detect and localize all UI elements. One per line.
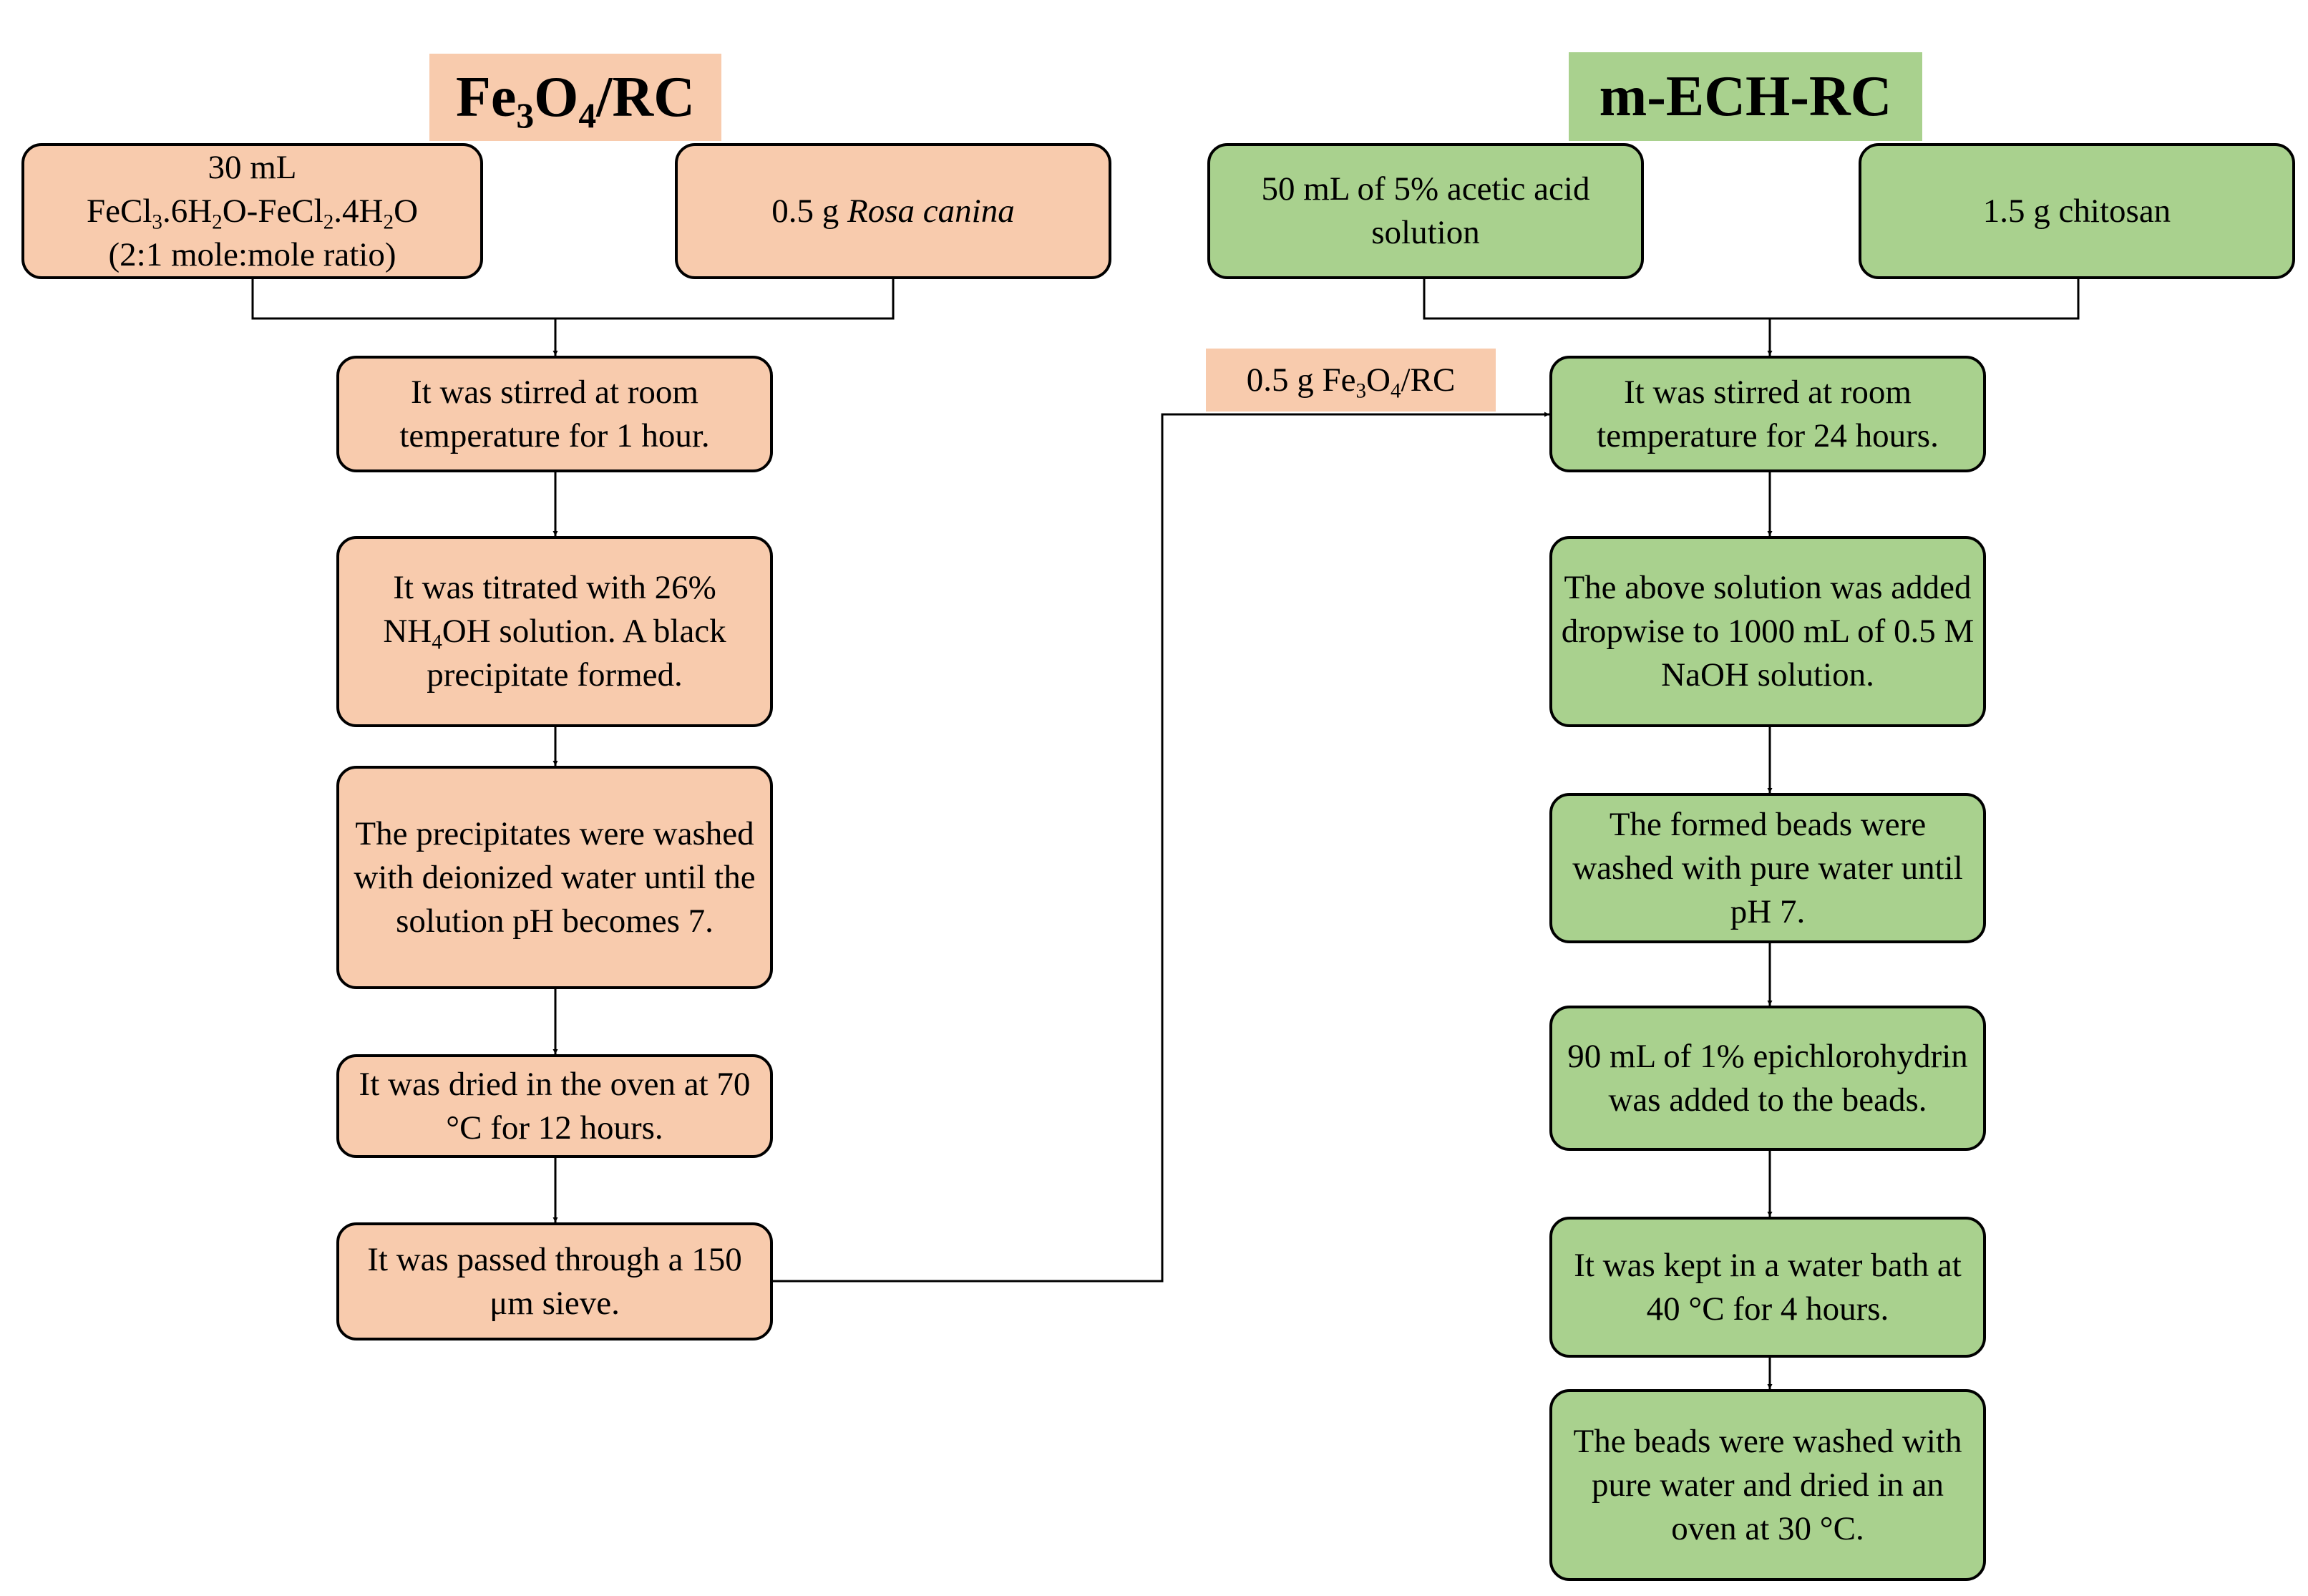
- chitosan-input-box: 1.5 g chitosan: [1859, 143, 2295, 279]
- dropwise-step-text: The above solution was added dropwise to…: [1561, 569, 1975, 694]
- transfer-line: [771, 412, 1549, 1283]
- m-ech-rc-title: m-ECH-RC: [1569, 52, 1922, 141]
- right-connectors: [1423, 279, 2080, 1389]
- iron-chloride-formula: FeCl3.6H2O-FeCl2.4H2O: [86, 192, 419, 233]
- dropwise-step-box: The above solution was added dropwise to…: [1549, 536, 1986, 727]
- bead-wash-step-box: The formed beads were washed with pure w…: [1549, 793, 1986, 943]
- rosa-canina-text: 0.5 g Rosa canina: [771, 192, 1015, 230]
- rosa-canina-input-box: 0.5 g Rosa canina: [675, 143, 1111, 279]
- oven-dry-step-box: It was dried in the oven at 70 °C for 12…: [336, 1054, 773, 1158]
- epichlorohydrin-step-text: 90 mL of 1% epichlorohydrin was added to…: [1567, 1037, 1968, 1119]
- iron-chloride-input-box: 30 mL FeCl3.6H2O-FeCl2.4H2O (2:1 mole:mo…: [21, 143, 483, 279]
- fe3o4-rc-addition-tag: 0.5 g Fe3O4/RC: [1206, 349, 1496, 412]
- acetic-acid-input-text: 50 mL of 5% acetic acid solution: [1261, 170, 1590, 251]
- acetic-acid-input-box: 50 mL of 5% acetic acid solution: [1207, 143, 1644, 279]
- epichlorohydrin-step-box: 90 mL of 1% epichlorohydrin was added to…: [1549, 1006, 1986, 1151]
- chitosan-input-text: 1.5 g chitosan: [1982, 192, 2171, 230]
- iron-chloride-volume: 30 mL: [208, 148, 297, 186]
- fe3o4-rc-addition-text: 0.5 g Fe3O4/RC: [1246, 361, 1456, 403]
- merge-line-right: [1423, 279, 2080, 320]
- titration-step-box: It was titrated with 26% NH4OH solution.…: [336, 536, 773, 727]
- m-ech-rc-title-text: m-ECH-RC: [1599, 64, 1892, 128]
- sieve-step-text: It was passed through a 150 μm sieve.: [367, 1240, 742, 1322]
- final-wash-dry-step-text: The beads were washed with pure water an…: [1573, 1422, 1962, 1547]
- left-stir-step-text: It was stirred at room temperature for 1…: [399, 373, 710, 454]
- fe3o4-rc-title: Fe3O4/RC: [429, 54, 721, 141]
- water-bath-step-text: It was kept in a water bath at 40 °C for…: [1574, 1246, 1962, 1328]
- precipitate-wash-step-text: The precipitates were washed with deioni…: [354, 814, 756, 940]
- left-connectors: [251, 279, 1549, 1283]
- iron-chloride-ratio: (2:1 mole:mole ratio): [108, 235, 396, 273]
- fe3o4-rc-title-text: Fe3O4/RC: [456, 65, 695, 135]
- bead-wash-step-text: The formed beads were washed with pure w…: [1572, 805, 1963, 930]
- left-stir-step-box: It was stirred at room temperature for 1…: [336, 356, 773, 472]
- precipitate-wash-step-box: The precipitates were washed with deioni…: [336, 766, 773, 989]
- sieve-step-box: It was passed through a 150 μm sieve.: [336, 1222, 773, 1340]
- oven-dry-step-text: It was dried in the oven at 70 °C for 12…: [359, 1065, 751, 1147]
- right-stir-step-box: It was stirred at room temperature for 2…: [1549, 356, 1986, 472]
- titration-step-text: It was titrated with 26% NH4OH solution.…: [383, 569, 726, 694]
- water-bath-step-box: It was kept in a water bath at 40 °C for…: [1549, 1217, 1986, 1358]
- merge-line-left: [251, 279, 895, 320]
- right-stir-step-text: It was stirred at room temperature for 2…: [1597, 373, 1939, 454]
- final-wash-dry-step-box: The beads were washed with pure water an…: [1549, 1389, 1986, 1581]
